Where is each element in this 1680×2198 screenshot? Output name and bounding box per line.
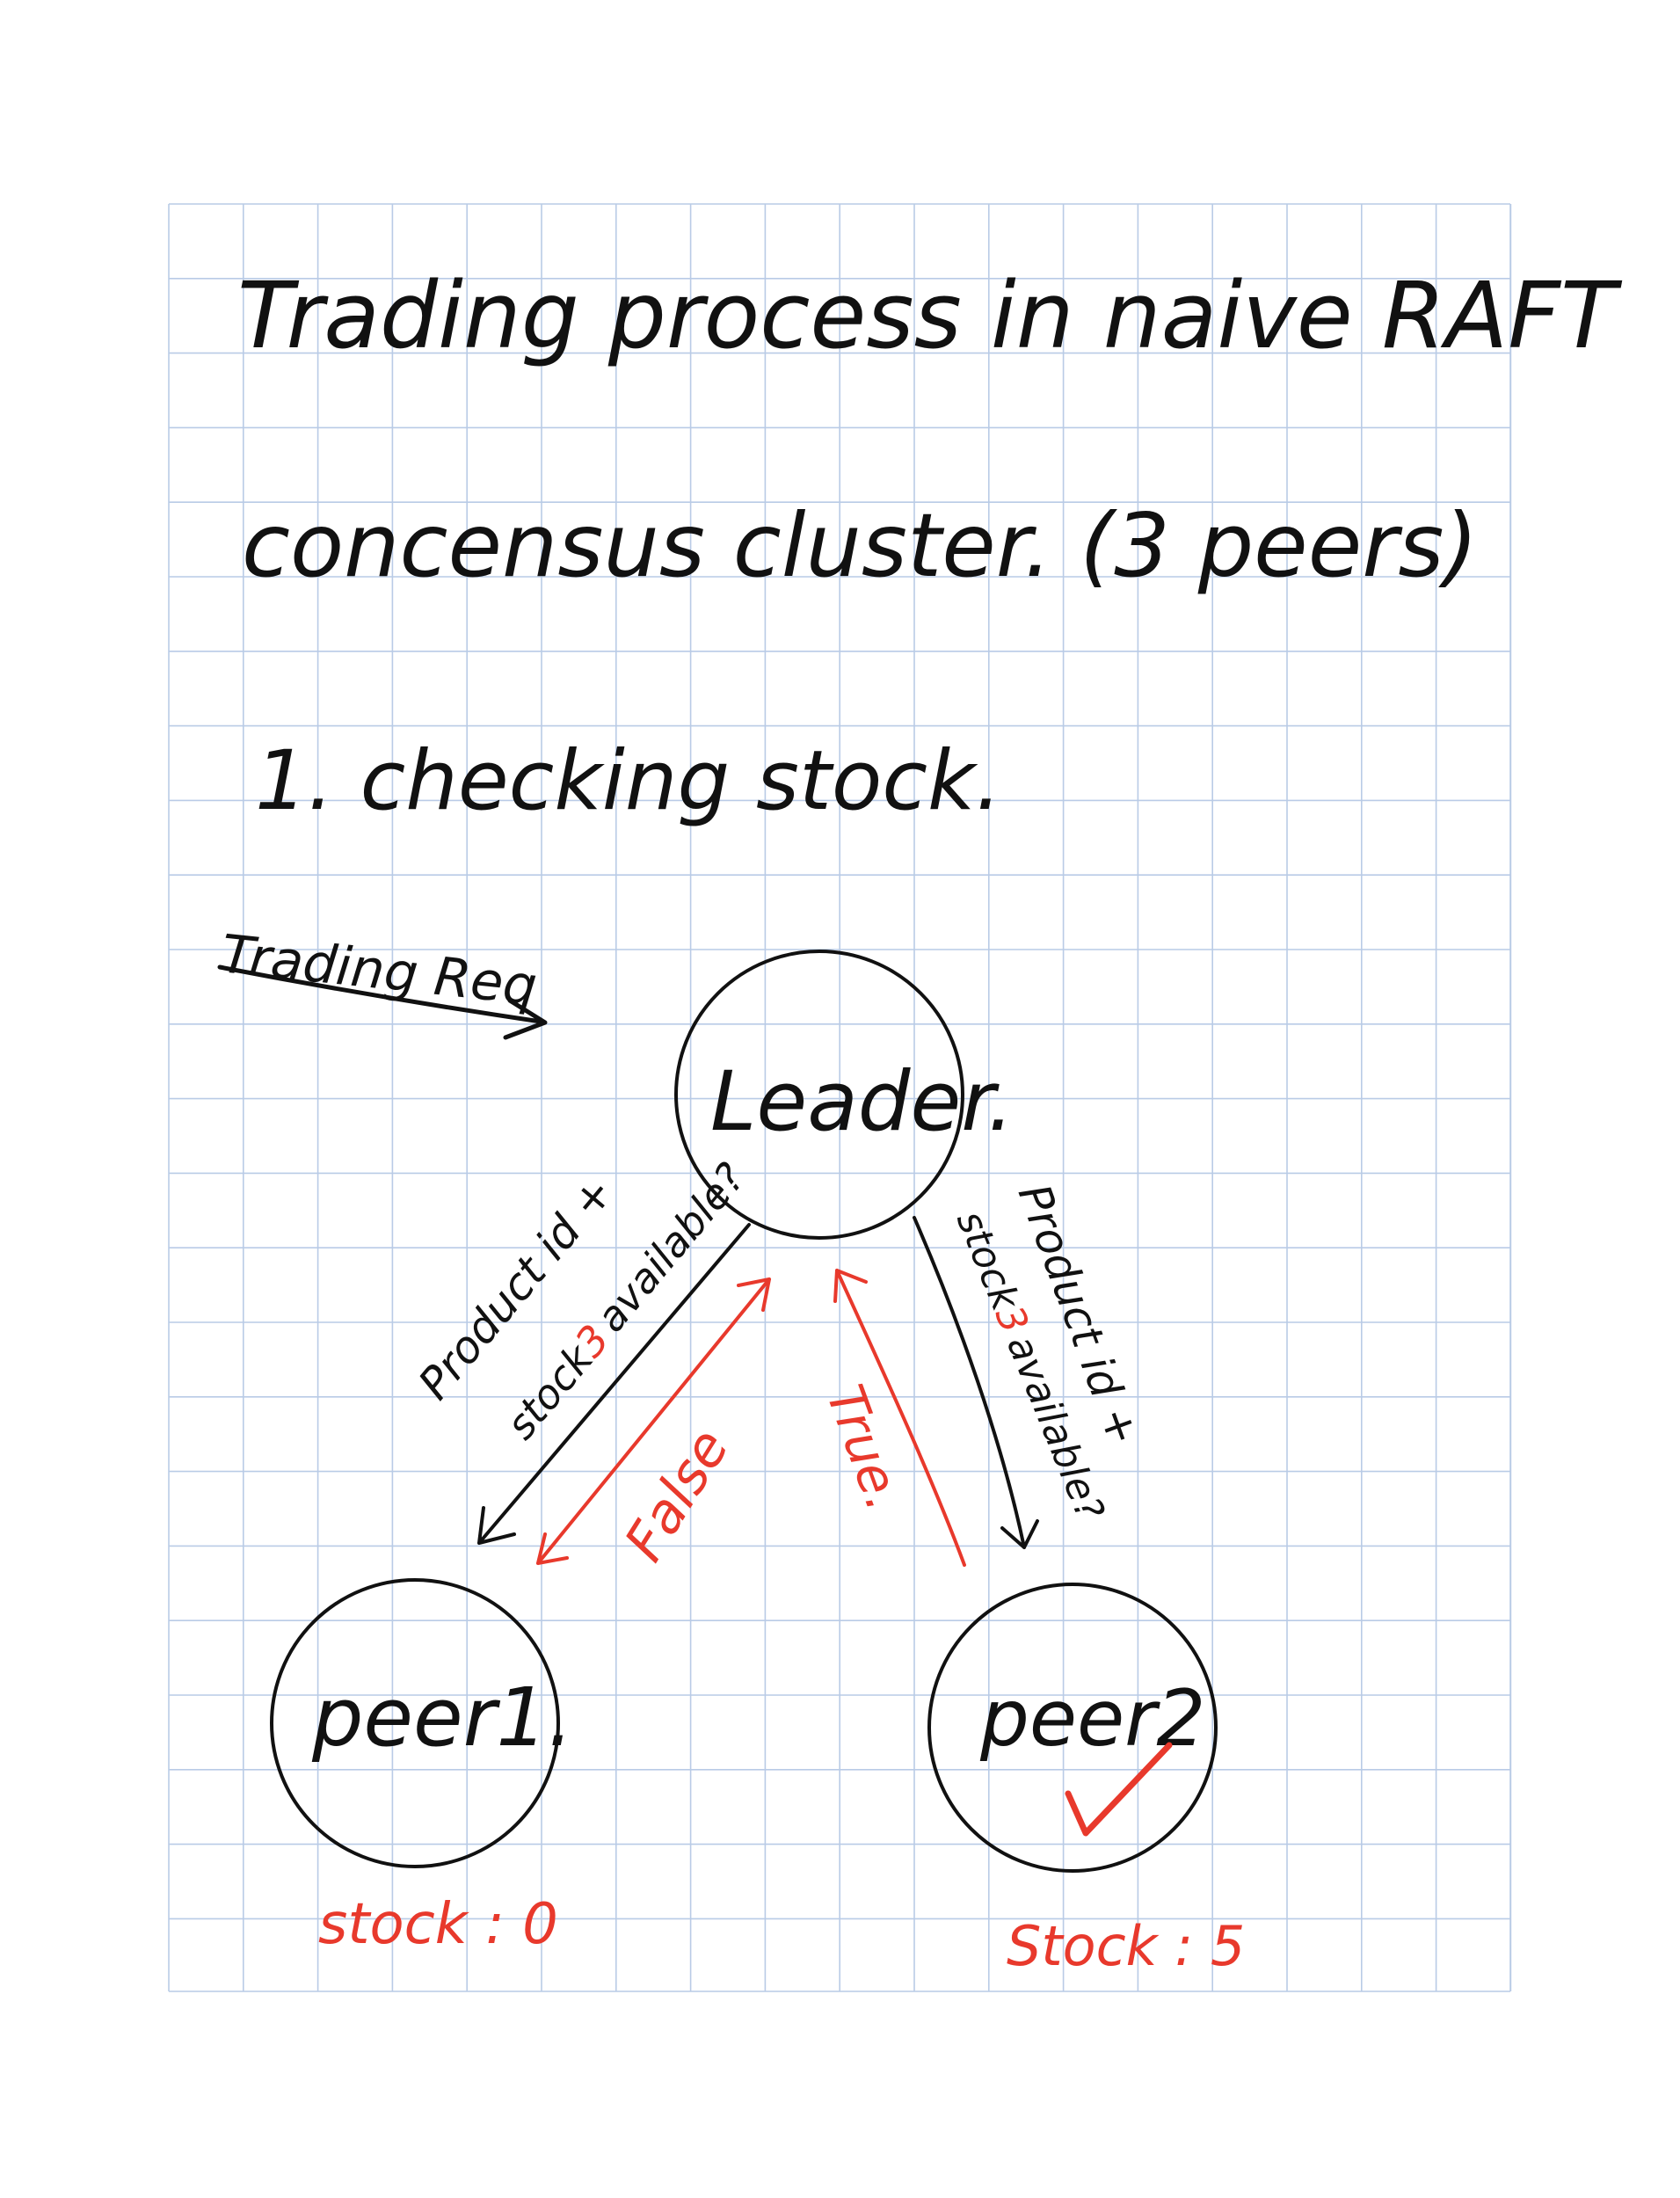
reply-label-peer1: False — [612, 1417, 741, 1571]
peer2-node: peer2 — [927, 1583, 1218, 1873]
edge-peer1-reply: False — [536, 1277, 771, 1572]
trading-request-label: Trading Req — [218, 923, 539, 1017]
request-arrow-peer1 — [477, 1223, 751, 1545]
trading-request-arrow — [217, 964, 548, 1040]
title-line-1: Trading process in naive RAFT — [237, 262, 1623, 369]
peer2-circle — [927, 1583, 1218, 1873]
checkmark-icon — [1065, 1742, 1173, 1837]
edge-leader-to-peer2: Product id + stock3available? — [913, 1177, 1150, 1549]
reply-label-peer2: True. — [815, 1378, 915, 1518]
stock-label-peer1: stock : 0 — [318, 1892, 558, 1957]
step-heading: 1. checking stock. — [255, 733, 1001, 829]
edge-peer2-reply: True. — [815, 1269, 966, 1567]
trading-request: Trading Req — [217, 923, 548, 1040]
title-line-2: concensus cluster. (3 peers) — [242, 494, 1478, 597]
request-arrow-peer2 — [913, 1216, 1039, 1549]
grid-paper — [168, 203, 1512, 1992]
peer1-circle — [270, 1578, 560, 1868]
stock-label-peer2: Stock : 5 — [1007, 1914, 1245, 1978]
reply-arrow-peer2 — [833, 1269, 966, 1567]
peer1-label: peer1. — [311, 1670, 573, 1765]
leader-circle — [674, 950, 964, 1240]
reply-arrow-peer1 — [536, 1277, 771, 1565]
peer1-node: peer1. — [270, 1578, 573, 1868]
peer2-label: peer2 — [979, 1673, 1205, 1764]
leader-label: Leader. — [710, 1054, 1014, 1150]
leader-node: Leader. — [674, 950, 1014, 1240]
